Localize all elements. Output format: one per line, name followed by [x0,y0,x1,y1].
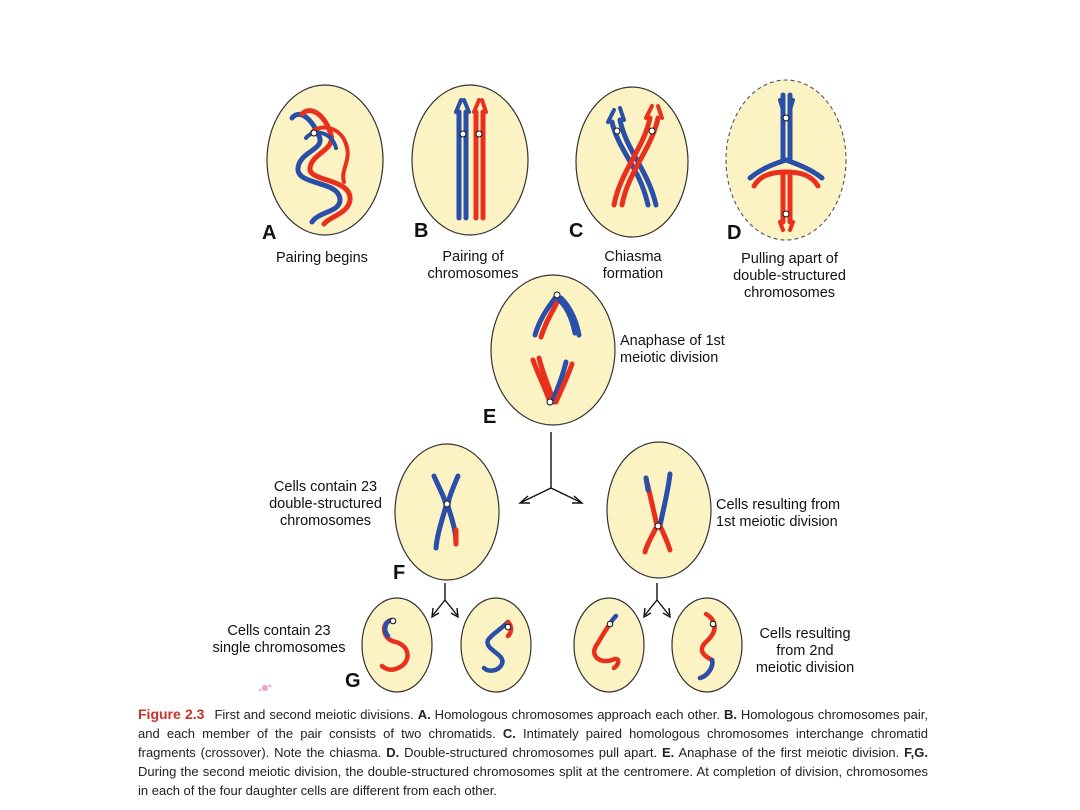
label-chiasma-formation: Chiasma formation [602,249,664,282]
chromosome-f-left [431,473,461,551]
diagram-artwork [258,79,847,693]
label-pairing-begins: Pairing begins [276,250,368,266]
speck-mark [258,684,272,692]
label-cells-23-single: Cells contain 23 single chromosomes [212,623,346,656]
chromosome-g-4 [697,611,717,681]
cell-g-2 [460,597,532,693]
cell-a [266,84,384,236]
label-pulling-apart: Pulling apart of double-structured chrom… [733,251,846,301]
label-anaphase: Anaphase of 1st meiotic division [620,333,725,366]
panel-letter-c: C [569,220,584,242]
chromosome-g-2 [481,619,514,673]
panel-letter-a: A [262,222,277,244]
division-arrows [431,432,671,619]
figure-label: Figure 2.3 [138,706,205,722]
caption-text: First and second meiotic divisions. A. H… [138,707,929,798]
cell-g-1 [361,597,433,693]
cell-g-4 [671,597,743,693]
panel-letter-f: F [393,562,406,584]
cell-f-left [394,443,500,581]
label-cells-23-double: Cells contain 23 double-structured chrom… [269,479,382,529]
cell-b [411,84,529,236]
panel-letter-b: B [414,220,429,242]
chromosomes-chiasma [606,104,664,208]
cell-g-3 [573,597,645,693]
label-cells-1st-division: Cells resulting from 1st meiotic divisio… [716,497,841,530]
chromosome-g-1 [379,617,410,672]
chromosome-g-3 [592,613,621,671]
label-cells-2nd-division: Cells resulting from 2nd meiotic divisio… [755,626,855,676]
panel-letter-e: E [483,406,497,428]
chromosomes-pairing-begins [289,108,353,227]
cell-f-right [606,441,712,579]
chromosomes-pulling-apart [747,92,825,232]
chromosome-f-right [642,471,673,555]
chromosomes-paired [454,98,488,221]
chromosomes-anaphase [530,291,582,406]
panel-letter-d: D [727,222,742,244]
cell-e [490,274,616,426]
label-pairing-of-chromosomes: Pairing of chromosomes [427,249,519,282]
panel-letter-g: G [345,670,361,692]
